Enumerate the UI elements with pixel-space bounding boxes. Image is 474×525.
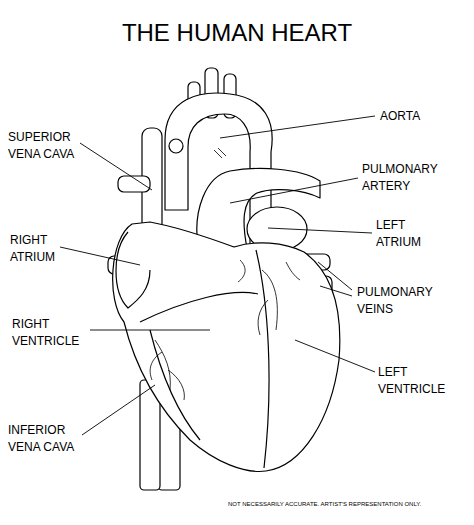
part-label: RIGHT ATRIUM (10, 232, 74, 266)
interventricular-groove (256, 250, 269, 468)
vessel-detail (214, 148, 226, 158)
leader-line (90, 330, 210, 331)
heart-vessels (108, 68, 340, 490)
leader-line (230, 178, 358, 203)
part-label: PULMONARY VEINS (357, 284, 457, 318)
part-label: INFERIOR VENA CAVA (8, 422, 90, 456)
leader-line (320, 286, 352, 296)
right-atrium-outline (116, 232, 150, 308)
part-label: RIGHT VENTRICLE (12, 316, 94, 350)
diagram-title: THE HUMAN HEART (0, 18, 474, 48)
leader-line (220, 116, 375, 138)
leader-line (82, 385, 155, 435)
disclaimer-note: NOT NECESSARILY ACCURATE. ARTIST'S REPRE… (228, 500, 421, 508)
heart-body (113, 222, 340, 471)
vessel-opening (169, 139, 183, 153)
part-label: LEFT ATRIUM (376, 217, 446, 251)
leader-line (268, 228, 372, 233)
part-label: AORTA (380, 108, 460, 125)
leader-line (295, 340, 375, 372)
coronary-artery (238, 260, 300, 335)
ventricle-edge (150, 330, 200, 440)
atrioventricular-groove (140, 292, 258, 322)
leader-line (60, 247, 140, 265)
part-label: LEFT VENTRICLE (378, 364, 460, 398)
part-label: PULMONARY ARTERY (362, 161, 462, 195)
leader-lines (60, 116, 375, 435)
coronary-artery (150, 340, 184, 400)
leader-line (318, 262, 352, 290)
part-label: SUPERIOR VENA CAVA (8, 129, 88, 163)
leader-line (80, 143, 152, 190)
coronary-vessels (150, 148, 300, 400)
